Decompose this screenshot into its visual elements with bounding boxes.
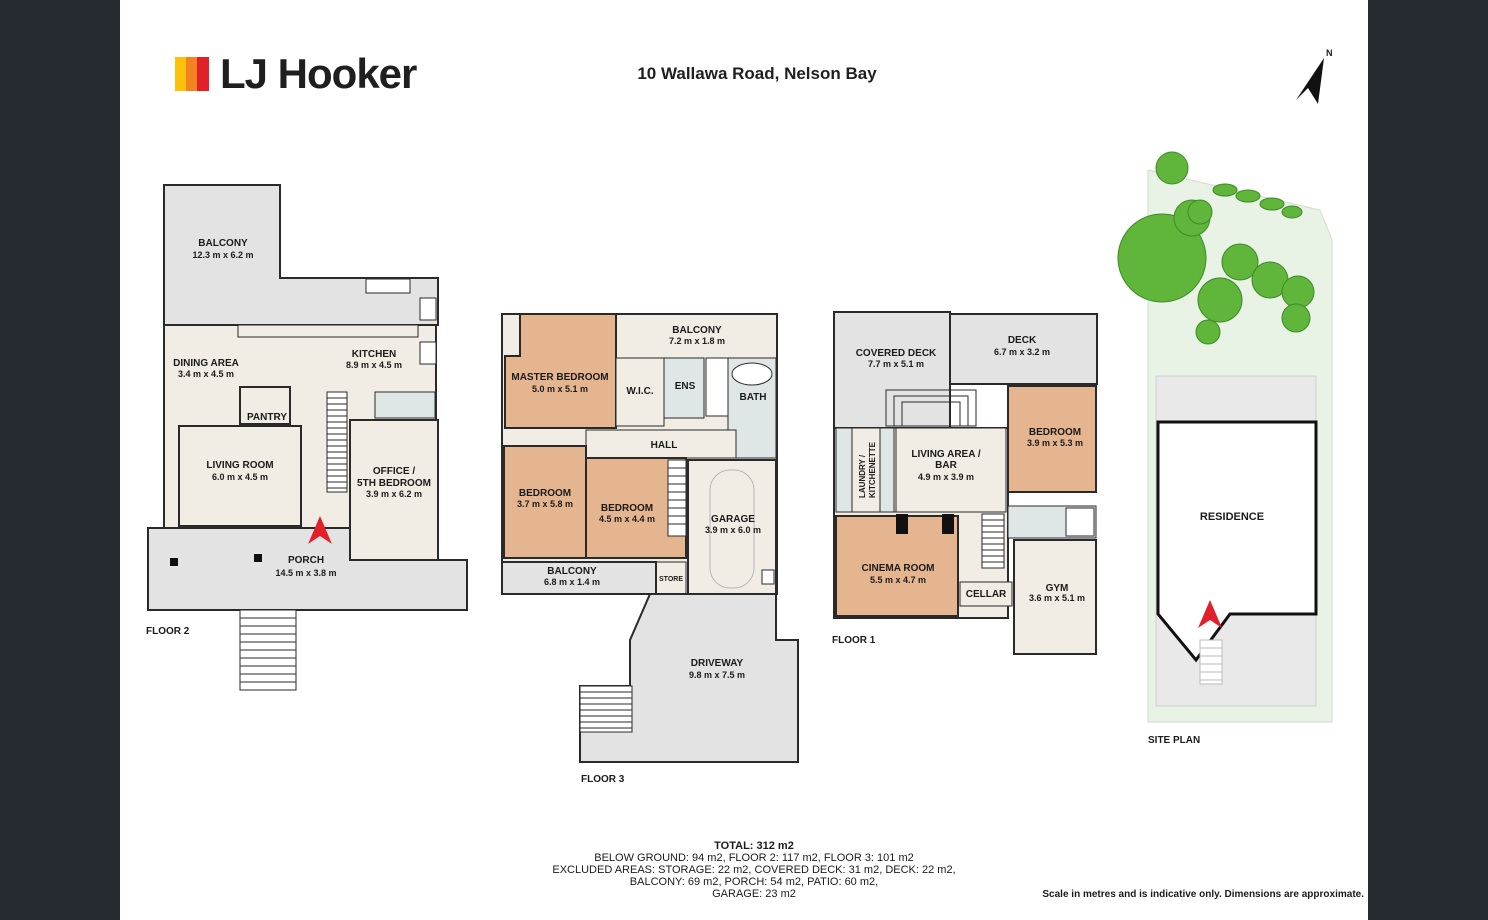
f3-bedroom2-size: 4.5 m x 4.4 m (599, 514, 655, 524)
f3-store-label: STORE (659, 576, 683, 583)
brand-name: LJ Hooker (220, 50, 417, 97)
f3-bedroom1-label: BEDROOM (519, 488, 571, 499)
floor-plan-drawing: N (146, 48, 1333, 785)
summary-line-2: EXCLUDED AREAS: STORAGE: 22 m2, COVERED … (552, 864, 956, 876)
f1-covered-deck-size: 7.7 m x 5.1 m (868, 359, 924, 369)
f2-balcony-label: BALCONY (198, 238, 248, 249)
lj-hooker-logo-mark (175, 57, 209, 91)
f3-ens-label: ENS (675, 381, 696, 392)
floor-3-title: FLOOR 3 (581, 774, 625, 785)
f1-living-label-line1: LIVING AREA / (911, 449, 980, 460)
f3-driveway-size: 9.8 m x 7.5 m (689, 670, 745, 680)
f3-hall-label: HALL (651, 440, 678, 451)
f3-bedroom1-size: 3.7 m x 5.8 m (517, 499, 573, 509)
f3-balcony-bottom-label: BALCONY (547, 566, 597, 577)
f3-master-label: MASTER BEDROOM (511, 372, 608, 383)
f3-master-size: 5.0 m x 5.1 m (532, 384, 588, 394)
f1-gym-label: GYM (1046, 583, 1069, 594)
f2-pantry-label: PANTRY (247, 412, 287, 423)
f3-garage-label: GARAGE (711, 514, 755, 525)
f2-office-size: 3.9 m x 6.2 m (366, 489, 422, 499)
scale-disclaimer: Scale in metres and is indicative only. … (1042, 889, 1364, 900)
f1-deck-label: DECK (1008, 335, 1037, 346)
f2-dining-size: 3.4 m x 4.5 m (178, 369, 234, 379)
logo-bar-red (197, 57, 209, 91)
logo-bar-yellow (175, 57, 186, 91)
f2-kitchen-size: 8.9 m x 4.5 m (346, 360, 402, 370)
floor-plan-sheet: LJ Hooker 10 Wallawa Road, Nelson Bay N (120, 0, 1368, 920)
f1-cinema-label: CINEMA ROOM (862, 563, 935, 574)
summary-line-4: GARAGE: 23 m2 (712, 888, 796, 900)
site-entry-marker-icon (1198, 600, 1222, 628)
f3-balcony-bottom-size: 6.8 m x 1.4 m (544, 577, 600, 587)
f1-laundry-label-line1: LAUNDRY / (858, 454, 867, 498)
f2-office-label-line2: 5TH BEDROOM (357, 478, 431, 489)
f3-bedroom2-label: BEDROOM (601, 503, 653, 514)
f1-gym-size: 3.6 m x 5.1 m (1029, 593, 1085, 603)
summary-line-3: BALCONY: 69 m2, PORCH: 54 m2, PATIO: 60 … (629, 876, 879, 888)
north-compass-icon: N (1296, 48, 1333, 104)
summary-total: TOTAL: 312 m2 (714, 840, 794, 852)
site-residence-label: RESIDENCE (1200, 511, 1264, 523)
f2-living-label: LIVING ROOM (206, 460, 273, 471)
f1-deck-size: 6.7 m x 3.2 m (994, 347, 1050, 357)
site-plan (1117, 151, 1333, 723)
f1-bedroom-size: 3.9 m x 5.3 m (1027, 438, 1083, 448)
f2-porch-size: 14.5 m x 3.8 m (275, 568, 336, 578)
f2-office-label-line1: OFFICE / (373, 466, 415, 477)
f1-laundry-label-line2: KITCHENETTE (868, 441, 877, 498)
f2-kitchen-label: KITCHEN (352, 349, 396, 360)
f2-living-size: 6.0 m x 4.5 m (212, 472, 268, 482)
logo-bar-orange (186, 57, 197, 91)
f3-balcony-top-label: BALCONY (672, 325, 722, 336)
property-address: 10 Wallawa Road, Nelson Bay (637, 64, 877, 83)
f3-garage-size: 3.9 m x 6.0 m (705, 525, 761, 535)
f1-cinema-size: 5.5 m x 4.7 m (870, 575, 926, 585)
area-summary: TOTAL: 312 m2 BELOW GROUND: 94 m2, FLOOR… (120, 840, 1368, 900)
f1-bedroom-label: BEDROOM (1029, 427, 1081, 438)
f3-driveway-label: DRIVEWAY (691, 658, 744, 669)
f1-living-label-line2: BAR (935, 460, 957, 471)
summary-line-1: BELOW GROUND: 94 m2, FLOOR 2: 117 m2, FL… (594, 852, 914, 864)
site-plan-title: SITE PLAN (1148, 735, 1200, 746)
f1-cellar-label: CELLAR (966, 589, 1007, 600)
f1-covered-deck-label: COVERED DECK (856, 348, 937, 359)
f2-dining-label: DINING AREA (173, 358, 239, 369)
f3-bath-label: BATH (739, 392, 766, 403)
f1-living-size: 4.9 m x 3.9 m (918, 472, 974, 482)
f2-porch-label: PORCH (288, 555, 324, 566)
f3-balcony-top-size: 7.2 m x 1.8 m (669, 336, 725, 346)
floor-2-plan (147, 184, 468, 691)
compass-label: N (1326, 48, 1333, 58)
f2-balcony-size: 12.3 m x 6.2 m (192, 250, 253, 260)
f3-wic-label: W.I.C. (626, 386, 653, 397)
floor-3-plan (501, 313, 799, 763)
floor-2-title: FLOOR 2 (146, 626, 190, 637)
floor-1-plan (833, 311, 1098, 655)
floor-2-entry-marker-icon (308, 516, 332, 544)
floor-1-title: FLOOR 1 (832, 635, 876, 646)
